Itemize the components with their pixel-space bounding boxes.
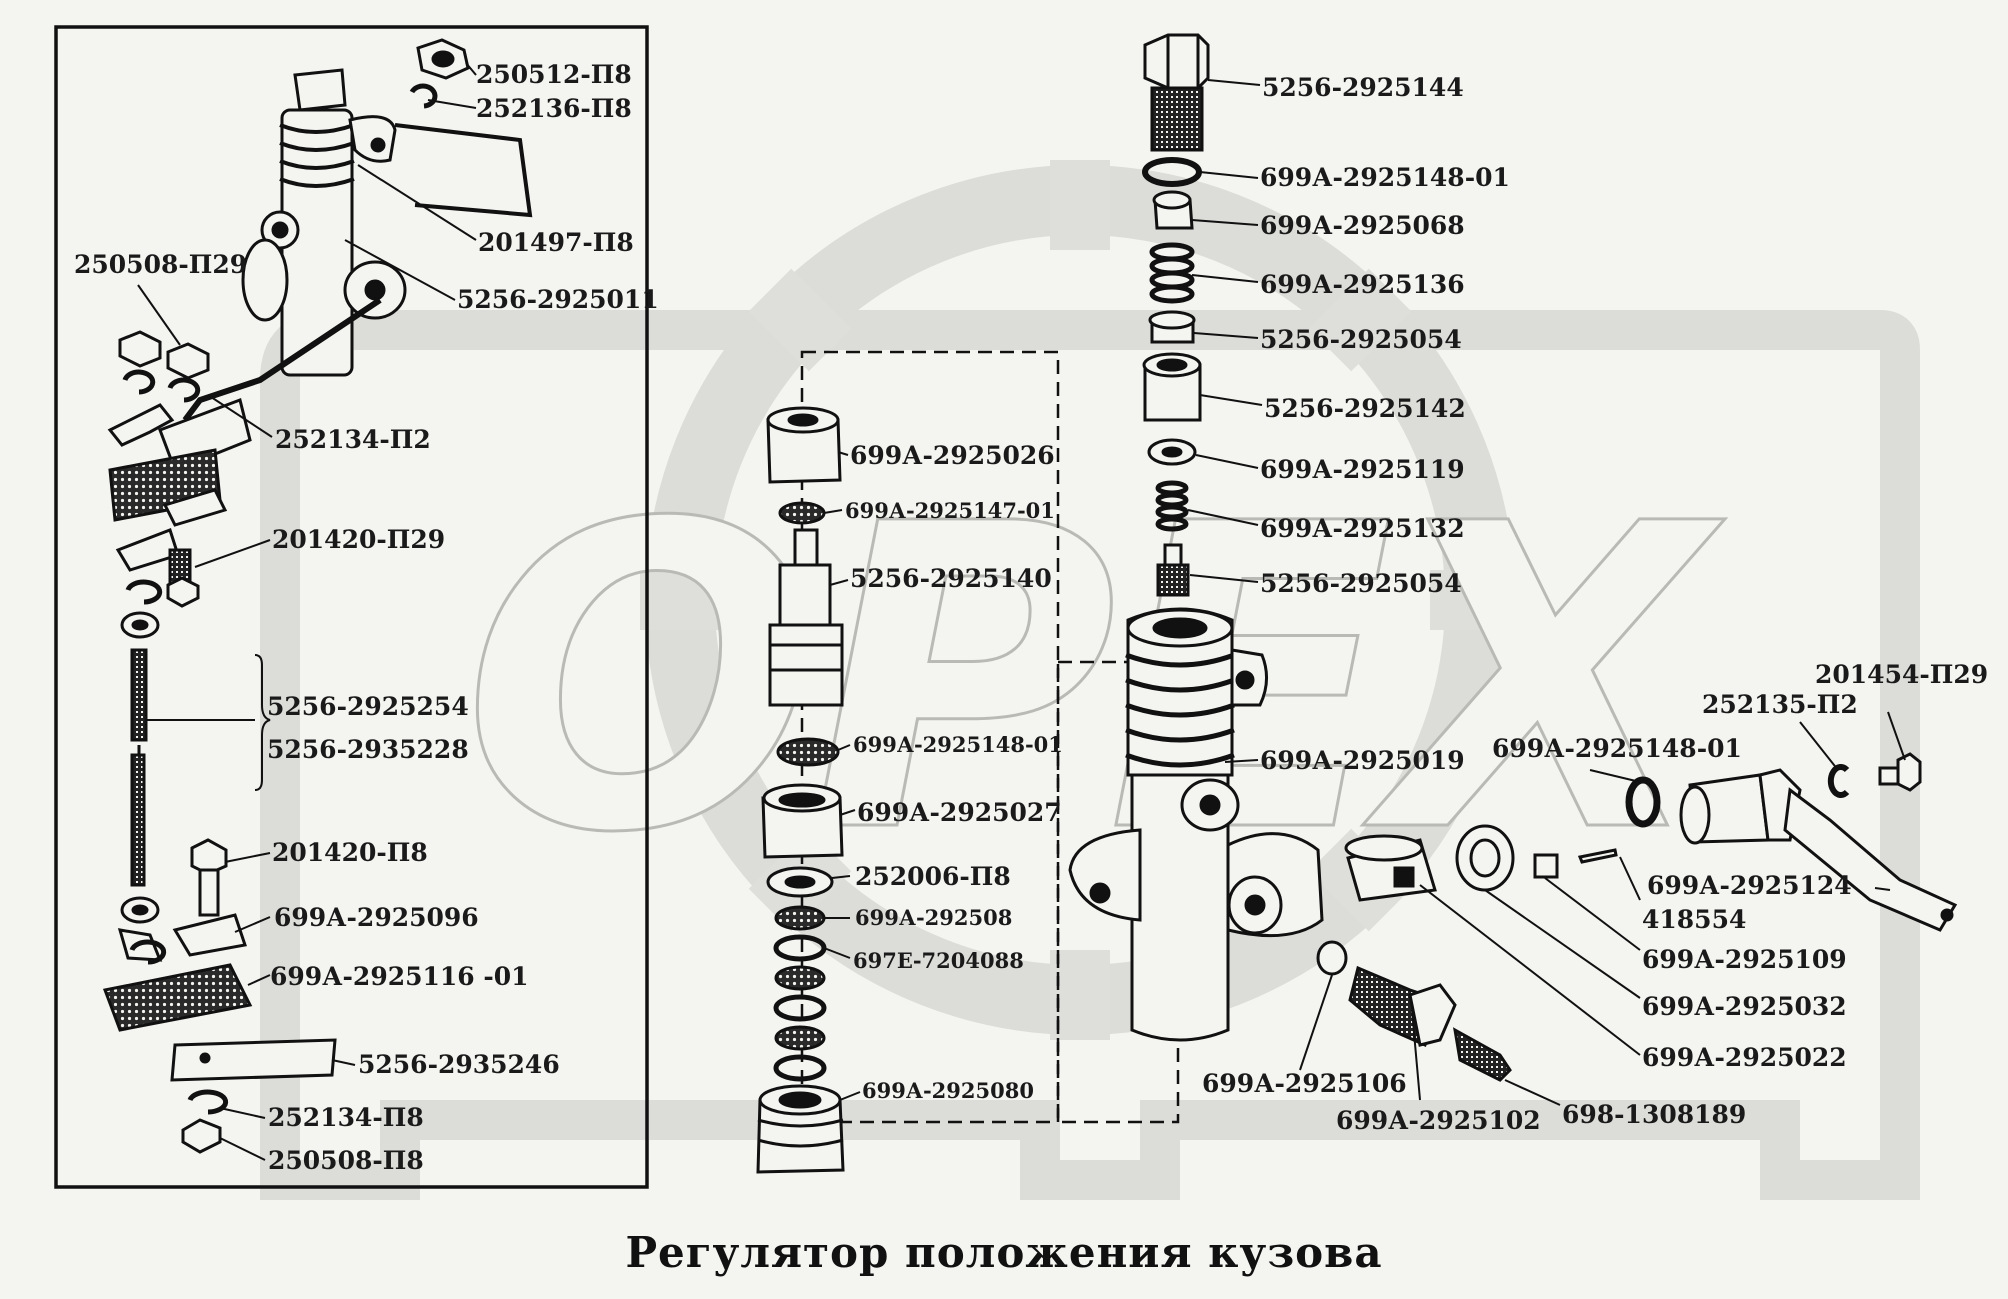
label-699a-2925102: 699А-2925102 — [1336, 1106, 1541, 1135]
label-5256-2925140: 5256-2925140 — [850, 564, 1052, 593]
label-252134-p2: 252134-П2 — [275, 425, 431, 454]
label-252135-p2: 252135-П2 — [1702, 690, 1858, 719]
label-699a-2925109: 699А-2925109 — [1642, 945, 1847, 974]
label-699a-2925080: 699А-2925080 — [862, 1078, 1034, 1103]
label-699a-2925068: 699А-2925068 — [1260, 211, 1465, 240]
label-697e-7204088: 697Е-7204088 — [853, 948, 1024, 973]
label-699a-2925124: 699А-2925124 — [1647, 871, 1852, 900]
watermark-logo: OPEX — [260, 160, 1920, 1200]
label-252136-p8: 252136-П8 — [476, 94, 632, 123]
label-699a-2925019: 699А-2925019 — [1260, 746, 1465, 775]
label-250512-p8: 250512-П8 — [476, 60, 632, 89]
label-5256-2935228: 5256-2935228 — [267, 735, 469, 764]
side-parts — [1316, 752, 1958, 1082]
label-699a-2925136: 699А-2925136 — [1260, 270, 1465, 299]
label-699a-2925116-01: 699А-2925116 -01 — [270, 962, 529, 991]
label-698-1308189: 698-1308189 — [1562, 1100, 1747, 1129]
label-250508-p29: 250508-П29 — [74, 250, 248, 279]
label-201420-p29: 201420-П29 — [272, 525, 446, 554]
label-699a-2925096: 699А-2925096 — [274, 903, 479, 932]
diagram-title: Регулятор положения кузова — [625, 1228, 1383, 1277]
label-252134-p8: 252134-П8 — [268, 1103, 424, 1132]
upper-stack — [1142, 33, 1210, 597]
label-201497-p8: 201497-П8 — [478, 228, 634, 257]
label-250508-p8: 250508-П8 — [268, 1146, 424, 1175]
label-699a-292508: 699А-292508 — [855, 905, 1013, 930]
label-699a-2925032: 699А-2925032 — [1642, 992, 1847, 1021]
watermark-text: OPEX — [462, 436, 1725, 925]
mounting-parts-frame — [54, 25, 649, 1189]
label-5256-2925054-upper: 5256-2925054 — [1260, 325, 1462, 354]
label-699a-2925132: 699А-2925132 — [1260, 514, 1465, 543]
label-5256-2925254: 5256-2925254 — [267, 692, 469, 721]
label-699a-2925147-01: 699А-2925147-01 — [845, 498, 1055, 523]
label-5256-2925054-lower: 5256-2925054 — [1260, 569, 1462, 598]
label-699a-2925022: 699А-2925022 — [1642, 1043, 1847, 1072]
label-699a-2925148-01-center: 699А-2925148-01 — [853, 732, 1063, 757]
label-699a-2925027: 699А-2925027 — [857, 798, 1062, 827]
label-699a-2925026: 699А-2925026 — [850, 441, 1055, 470]
regulator-body — [1056, 607, 1324, 1124]
label-699a-2925148-01-side: 699А-2925148-01 — [1492, 734, 1742, 763]
left-assembly — [102, 38, 533, 1154]
label-5256-2935246: 5256-2935246 — [358, 1050, 560, 1079]
label-201420-p8: 201420-П8 — [272, 838, 428, 867]
label-699a-2925106: 699А-2925106 — [1202, 1069, 1407, 1098]
label-5256-2925142: 5256-2925142 — [1264, 394, 1466, 423]
label-699a-2925119: 699А-2925119 — [1260, 455, 1465, 484]
label-5256-2925144: 5256-2925144 — [1262, 73, 1464, 102]
label-252006-p8: 252006-П8 — [855, 862, 1011, 891]
label-5256-2925011: 5256-2925011 — [457, 285, 659, 314]
label-699a-2925148-01-top: 699А-2925148-01 — [1260, 163, 1510, 192]
label-201454-p29: 201454-П29 — [1815, 660, 1989, 689]
leader-lines — [137, 62, 1906, 1161]
dashed-frame-right — [1056, 660, 1180, 1124]
label-418554: 418554 — [1642, 905, 1747, 934]
